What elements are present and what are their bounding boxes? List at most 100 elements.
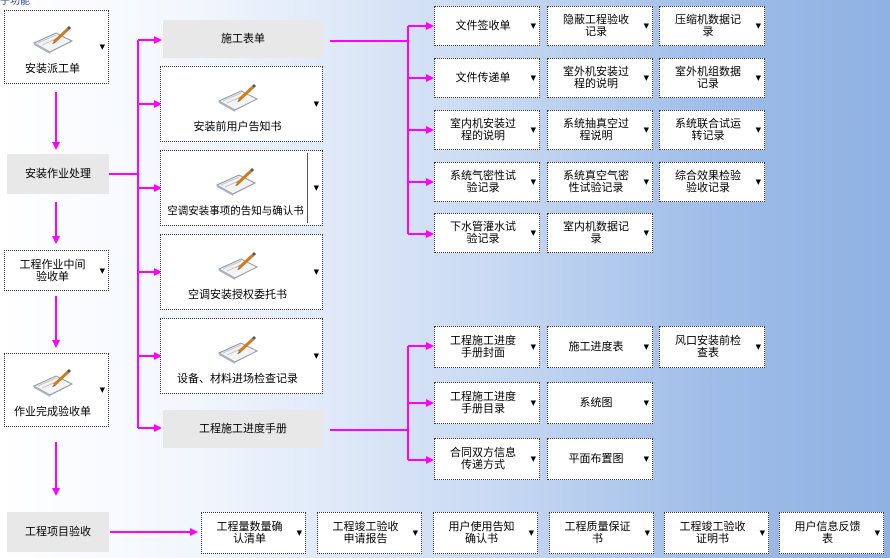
- node-label: 工程作业中间 验收单: [19, 257, 86, 283]
- pre-install-notice-node[interactable]: 安装前用户告知书 ▼: [160, 66, 323, 142]
- node-label: 工程竣工验收 证明书: [679, 520, 746, 545]
- ac-notice-confirm-node[interactable]: 空调安装事项的告知与确认书 ▼: [160, 150, 323, 226]
- acceptance-doc-item[interactable]: 工程量数量确 认清单▼: [201, 512, 306, 554]
- document-pen-icon: [217, 251, 258, 280]
- dropdown-arrow-icon[interactable]: ▼: [313, 100, 319, 108]
- acceptance-doc-item[interactable]: 工程竣工验收 申请报告 ▼: [317, 512, 422, 554]
- node-label: 工程项目验收: [25, 525, 91, 538]
- dropdown-arrow-icon[interactable]: ▼: [755, 74, 761, 82]
- form-item[interactable]: 系统气密性试 验记录 ▼: [434, 162, 540, 202]
- completion-acceptance-node[interactable]: 作业完成验收单 ▼: [4, 353, 109, 427]
- progress-item[interactable]: 系统图 ▼: [547, 382, 653, 424]
- dropdown-arrow-icon[interactable]: ▼: [755, 126, 761, 134]
- dropdown-arrow-icon[interactable]: ▼: [313, 184, 319, 192]
- form-item[interactable]: 室内机数据记 录▼: [547, 213, 653, 253]
- form-item[interactable]: 下水管灌水试 验记录▼: [434, 213, 540, 253]
- window-caption: 子功能: [0, 0, 30, 7]
- node-label: 室内机安装过 程的说明: [450, 117, 516, 142]
- dropdown-arrow-icon[interactable]: ▼: [99, 43, 105, 51]
- progress-item[interactable]: 工程施工进度 手册封面▼: [434, 326, 540, 368]
- form-item[interactable]: 文件签收单 ▼: [434, 6, 540, 46]
- form-item[interactable]: 系统联合试运 转记录▼: [659, 110, 765, 150]
- mid-acceptance-node[interactable]: 工程作业中间 验收单 ▼: [4, 250, 109, 291]
- dropdown-arrow-icon[interactable]: ▼: [759, 529, 765, 537]
- node-label: 综合效果检验 验收记录: [675, 169, 741, 194]
- node-label: 空调安装事项的告知与确认书: [167, 205, 304, 217]
- acceptance-doc-item[interactable]: 工程竣工验收 证明书 ▼: [664, 512, 769, 554]
- dropdown-arrow-icon[interactable]: ▼: [644, 529, 650, 537]
- form-item[interactable]: 室外机组数据 记录 ▼: [659, 58, 765, 98]
- node-label: 工程施工进度手册: [199, 422, 287, 435]
- construction-form-node[interactable]: 施工表单: [163, 20, 323, 58]
- progress-item[interactable]: 施工进度表 ▼: [547, 326, 653, 368]
- document-pen-icon: [32, 368, 73, 397]
- progress-item[interactable]: 合同双方信息 传递方式▼: [434, 438, 540, 480]
- form-item[interactable]: 压缩机数据记 录▼: [659, 6, 765, 46]
- dropdown-arrow-icon[interactable]: ▼: [643, 22, 649, 30]
- node-label: 工程施工进度 手册目录: [450, 390, 516, 415]
- form-item[interactable]: 文件传递单 ▼: [434, 58, 540, 98]
- node-label: 安装前用户告知书: [193, 120, 282, 133]
- dropdown-arrow-icon[interactable]: ▼: [530, 74, 536, 82]
- document-pen-icon: [32, 25, 73, 54]
- dropdown-arrow-icon[interactable]: ▼: [755, 343, 761, 351]
- document-pen-icon: [215, 167, 256, 196]
- node-label: 文件传递单: [455, 71, 511, 84]
- form-item[interactable]: 系统真空气密 性试验记录 ▼: [547, 162, 653, 202]
- dropdown-arrow-icon[interactable]: ▼: [643, 74, 649, 82]
- form-item[interactable]: 系统抽真空过 程说明 ▼: [547, 110, 653, 150]
- project-acceptance-node[interactable]: 工程项目验收: [7, 512, 109, 552]
- node-label: 隐蔽工程验收 记录: [563, 13, 629, 38]
- node-label: 文件签收单: [455, 19, 511, 32]
- dropdown-arrow-icon[interactable]: ▼: [643, 229, 649, 237]
- dropdown-arrow-icon[interactable]: ▼: [296, 529, 302, 537]
- node-label: 系统抽真空过 程说明: [563, 117, 629, 142]
- dropdown-arrow-icon[interactable]: ▼: [643, 343, 649, 351]
- divider: [307, 153, 308, 223]
- dropdown-arrow-icon[interactable]: ▼: [313, 352, 319, 360]
- install-process-node[interactable]: 安装作业处理: [7, 154, 109, 194]
- dropdown-arrow-icon[interactable]: ▼: [643, 126, 649, 134]
- dropdown-arrow-icon[interactable]: ▼: [530, 126, 536, 134]
- form-item[interactable]: 综合效果检验 验收记录 ▼: [659, 162, 765, 202]
- progress-item[interactable]: 风口安装前检 查表▼: [659, 326, 765, 368]
- dropdown-arrow-icon[interactable]: ▼: [530, 455, 536, 463]
- dropdown-arrow-icon[interactable]: ▼: [412, 529, 418, 537]
- node-label: 系统气密性试 验记录: [450, 169, 516, 194]
- acceptance-doc-item[interactable]: 用户使用告知 确认书▼: [433, 512, 538, 554]
- dropdown-arrow-icon[interactable]: ▼: [530, 22, 536, 30]
- dropdown-arrow-icon[interactable]: ▼: [99, 386, 105, 394]
- dropdown-arrow-icon[interactable]: ▼: [528, 529, 534, 537]
- node-label: 系统真空气密 性试验记录: [563, 169, 629, 194]
- dropdown-arrow-icon[interactable]: ▼: [874, 529, 880, 537]
- dropdown-arrow-icon[interactable]: ▼: [643, 399, 649, 407]
- dropdown-arrow-icon[interactable]: ▼: [99, 266, 105, 275]
- node-label: 室外机组数据 记录: [675, 65, 741, 90]
- node-label: 工程竣工验收 申请报告: [332, 520, 399, 545]
- progress-manual-node[interactable]: 工程施工进度手册: [163, 410, 323, 448]
- form-item[interactable]: 室外机安装过 程的说明▼: [547, 58, 653, 98]
- dropdown-arrow-icon[interactable]: ▼: [643, 455, 649, 463]
- dropdown-arrow-icon[interactable]: ▼: [530, 399, 536, 407]
- dropdown-arrow-icon[interactable]: ▼: [530, 343, 536, 351]
- node-label: 用户信息反馈 表: [794, 520, 861, 545]
- dropdown-arrow-icon[interactable]: ▼: [755, 22, 761, 30]
- dropdown-arrow-icon[interactable]: ▼: [643, 178, 649, 186]
- authorization-node[interactable]: 空调安装授权委托书 ▼: [160, 234, 323, 310]
- dropdown-arrow-icon[interactable]: ▼: [313, 268, 319, 276]
- material-check-node[interactable]: 设备、材料进场检查记录 ▼: [160, 318, 323, 394]
- form-item[interactable]: 室内机安装过 程的说明 ▼: [434, 110, 540, 150]
- acceptance-doc-item[interactable]: 工程质量保证 书▼: [549, 512, 654, 554]
- dispatch-order-node[interactable]: 安装派工单 ▼: [4, 10, 109, 84]
- dropdown-arrow-icon[interactable]: ▼: [755, 178, 761, 186]
- node-label: 作业完成验收单: [14, 405, 91, 418]
- dropdown-arrow-icon[interactable]: ▼: [530, 178, 536, 186]
- progress-item[interactable]: 工程施工进度 手册目录 ▼: [434, 382, 540, 424]
- progress-item[interactable]: 平面布置图▼: [547, 438, 653, 480]
- node-label: 施工进度表: [568, 340, 624, 353]
- form-item[interactable]: 隐蔽工程验收 记录 ▼: [547, 6, 653, 46]
- acceptance-doc-item[interactable]: 用户信息反馈 表 ▼: [779, 512, 884, 554]
- node-label: 系统图: [579, 396, 613, 409]
- dropdown-arrow-icon[interactable]: ▼: [530, 229, 536, 237]
